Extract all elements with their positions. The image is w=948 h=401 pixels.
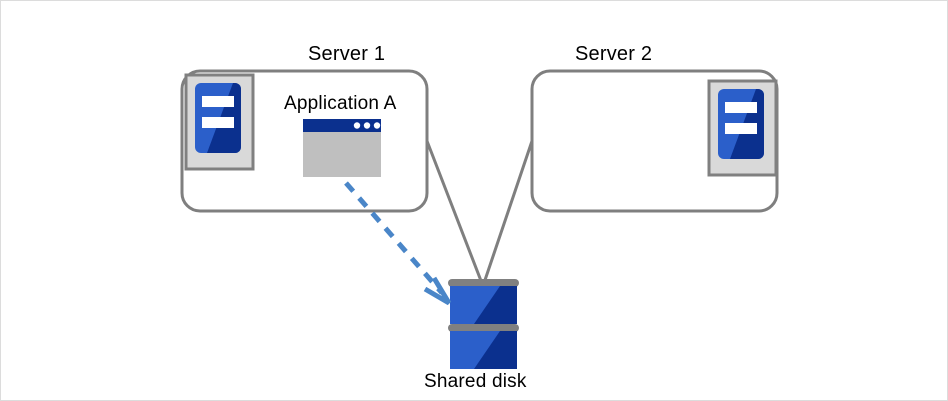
window-dot-1 (353, 122, 361, 129)
shared-disk-label: Shared disk (424, 371, 527, 392)
server-2-label: Server 2 (575, 43, 653, 65)
server-icon (195, 83, 241, 153)
connection-server1-to-disk (425, 139, 485, 288)
disk-band-top (448, 279, 519, 287)
window-dot-3 (373, 122, 381, 129)
connection-server2-to-disk (481, 139, 534, 288)
application-window-icon[interactable] (303, 119, 381, 177)
application-to-disk-arrow (344, 181, 452, 306)
window-dot-2 (363, 122, 371, 129)
disk-band-middle (448, 324, 519, 332)
application-a-label: Application A (284, 93, 397, 114)
server-icon (718, 89, 764, 159)
server-1-label: Server 1 (308, 43, 386, 65)
database-disk-icon[interactable] (448, 279, 519, 369)
